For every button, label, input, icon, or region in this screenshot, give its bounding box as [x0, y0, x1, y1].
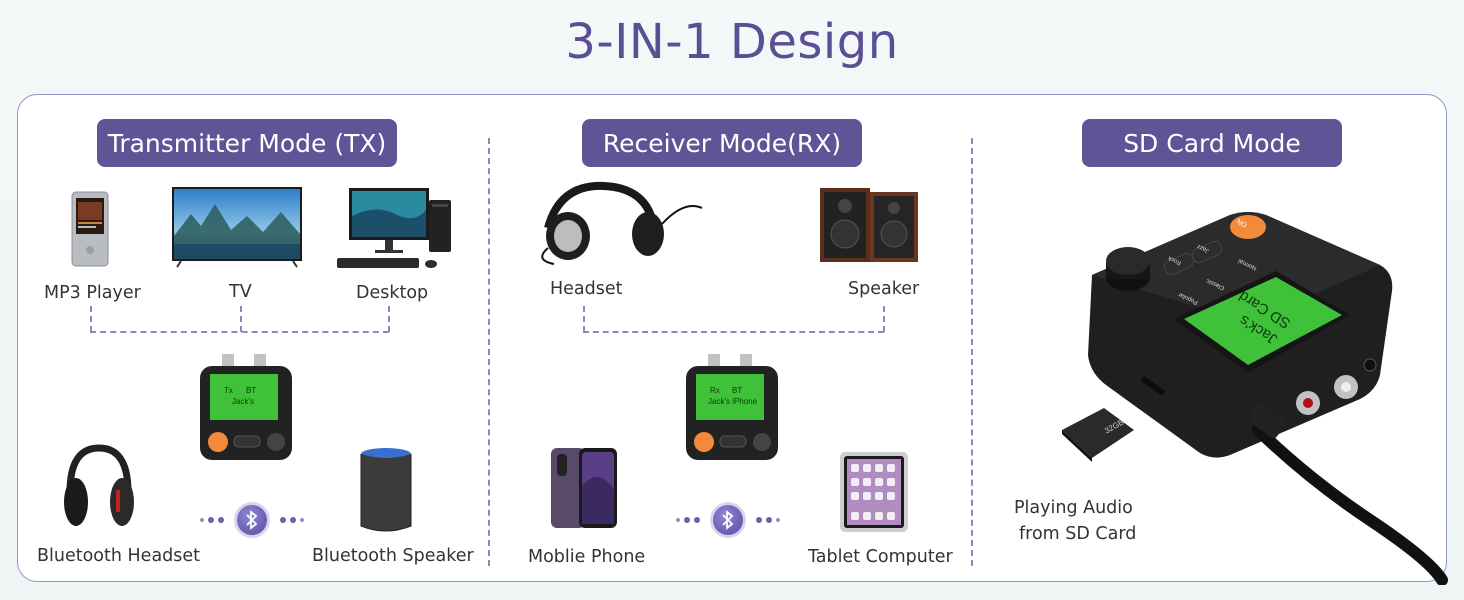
audio-cable [1250, 403, 1448, 585]
tx-adapter: Tx BT Jack's [196, 352, 296, 462]
tx-screen-bt: BT [246, 386, 257, 395]
rx-screen-mode: Rx [710, 386, 720, 395]
connector [388, 306, 390, 332]
rx-mode-label: Receiver Mode(RX) [582, 119, 862, 167]
tx-screen-name: Jack's [232, 397, 254, 406]
desktop-caption: Desktop [356, 283, 429, 303]
tv-icon [172, 187, 302, 268]
bluetooth-link-tx [200, 502, 304, 538]
connector [240, 306, 242, 332]
section-divider-2 [971, 138, 973, 566]
rx-screen-name: Jack's iPhone [708, 397, 758, 406]
bluetooth-icon [234, 502, 270, 538]
sd-card-adapter: SD Card Jack's ON Rock Jazz Classic Popu… [1080, 205, 1400, 465]
sd-caption-line2: from SD Card [1019, 524, 1137, 544]
sd-card: 32GB [1058, 404, 1138, 464]
bluetooth-icon [710, 502, 746, 538]
connector [90, 306, 92, 332]
connector [90, 331, 389, 333]
tablet-icon [840, 452, 908, 532]
rx-screen-bt: BT [732, 386, 743, 395]
rx-adapter: Rx BT Jack's iPhone [682, 352, 782, 462]
smart-speaker-icon [360, 448, 412, 532]
desktop-icon [337, 188, 451, 268]
tx-screen-mode: Tx [224, 386, 233, 395]
connector [883, 306, 885, 332]
connector [583, 331, 884, 333]
tablet-computer-caption: Tablet Computer [808, 547, 953, 567]
tx-mode-label: Transmitter Mode (TX) [97, 119, 397, 167]
headset-icon [541, 181, 703, 265]
bluetooth-speaker-caption: Bluetooth Speaker [312, 546, 474, 566]
page-title: 3-IN-1 Design [565, 14, 899, 70]
bluetooth-headset-caption: Bluetooth Headset [37, 546, 201, 566]
speaker-caption: Speaker [848, 279, 920, 299]
mp3-player-caption: MP3 Player [44, 283, 141, 303]
connector [583, 306, 585, 332]
mobile-phone-icon [551, 448, 617, 528]
mp3-player-icon [71, 191, 109, 267]
sd-mode-label: SD Card Mode [1082, 119, 1342, 167]
mobile-phone-caption: Moblie Phone [528, 547, 646, 567]
headphones-icon [64, 444, 134, 526]
sd-caption-line1: Playing Audio [1014, 498, 1133, 518]
bluetooth-link-rx [676, 502, 780, 538]
bookshelf-speakers-icon [820, 188, 918, 262]
section-divider-1 [488, 138, 490, 566]
tv-caption: TV [229, 282, 252, 302]
headset-caption: Headset [550, 279, 623, 299]
